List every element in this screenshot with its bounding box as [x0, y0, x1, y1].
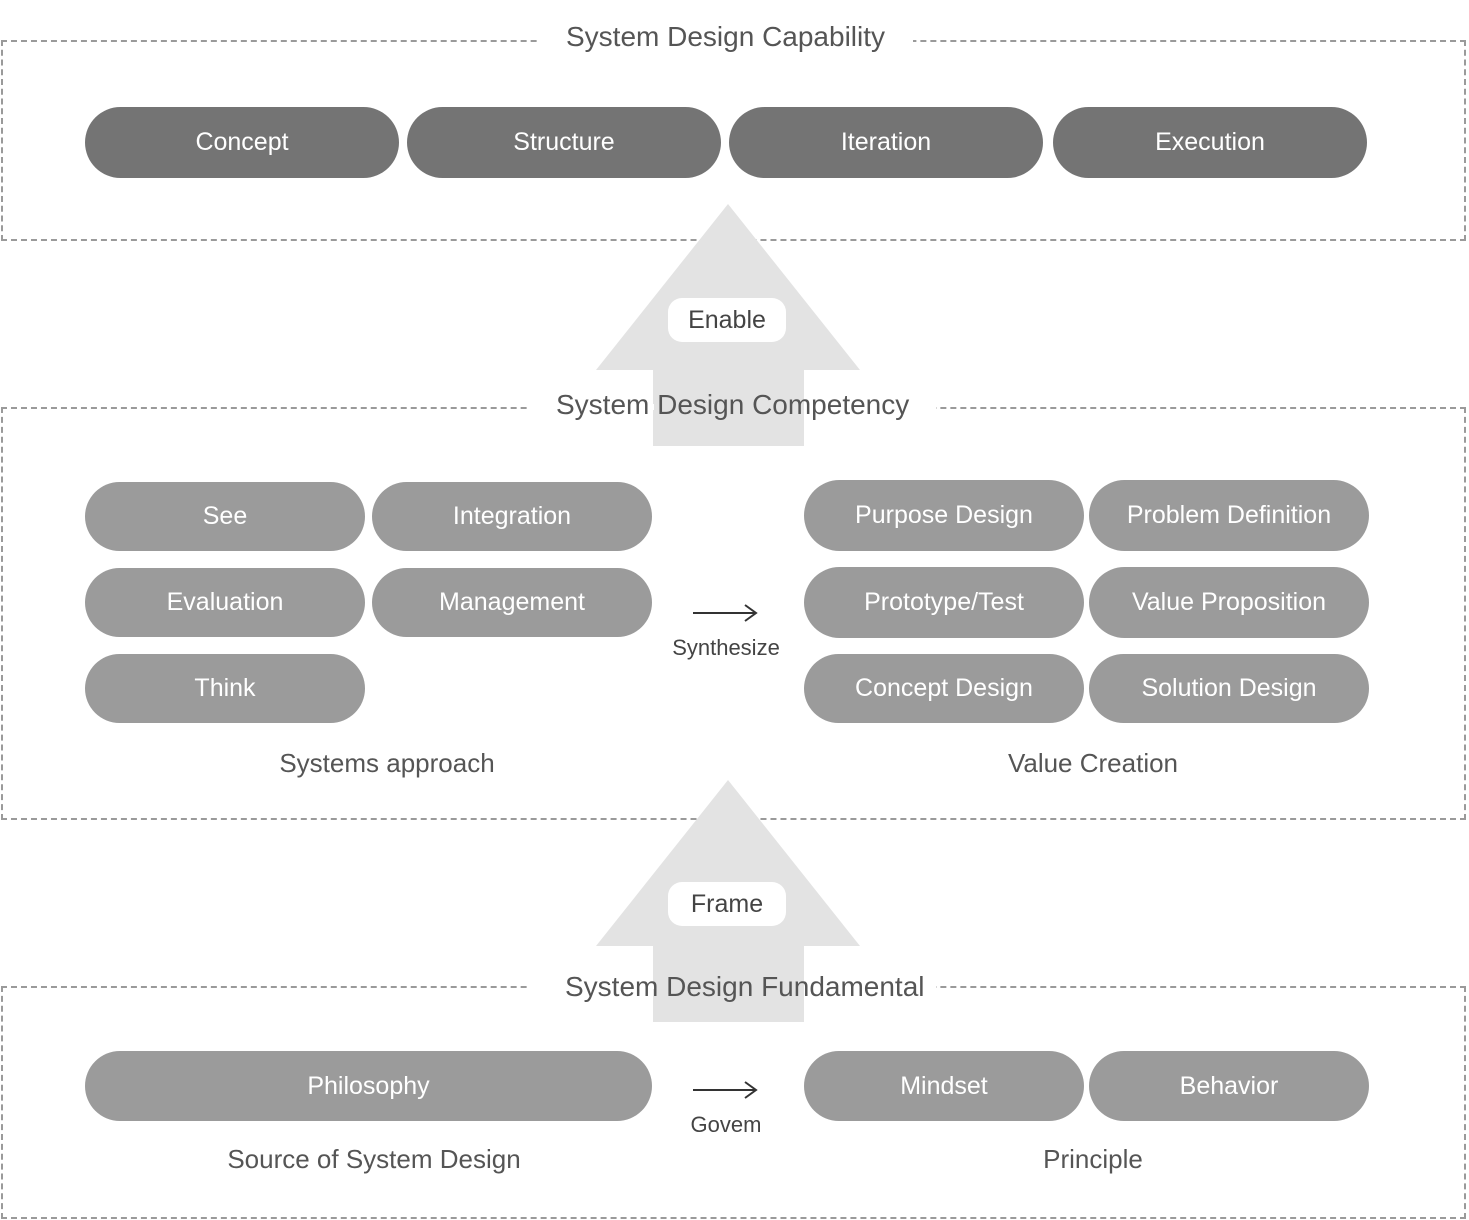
synthesize-connector: Synthesize [660, 600, 792, 661]
synthesize-label: Synthesize [672, 635, 780, 660]
right-arrow-icon [693, 604, 758, 622]
value-creation-item-concept-design: Concept Design [804, 654, 1084, 723]
govern-label: Govem [690, 1112, 762, 1137]
capability-item-execution: Execution [1053, 107, 1367, 178]
capability-item-concept: Concept [85, 107, 399, 178]
systems-approach-item-think: Think [85, 654, 365, 723]
systems-approach-item-see: See [85, 482, 365, 551]
value-creation-item-value-proposition: Value Proposition [1089, 567, 1369, 638]
principle-item-mindset: Mindset [804, 1051, 1084, 1121]
value-creation-item-purpose-design: Purpose Design [804, 480, 1084, 551]
govern-connector: Govem [660, 1077, 792, 1138]
source-item-philosophy: Philosophy [85, 1051, 652, 1121]
systems-approach-label: Systems approach [279, 748, 495, 778]
right-arrow-icon [693, 1081, 758, 1099]
principle-label: Principle [1043, 1144, 1143, 1174]
systems-approach-item-evaluation: Evaluation [85, 568, 365, 637]
principle-item-behavior: Behavior [1089, 1051, 1369, 1121]
frame-label: Frame [668, 882, 786, 926]
value-creation-item-solution-design: Solution Design [1089, 654, 1369, 723]
capability-item-iteration: Iteration [729, 107, 1043, 178]
value-creation-item-prototype-test: Prototype/Test [804, 567, 1084, 638]
systems-approach-item-management: Management [372, 568, 652, 637]
enable-label: Enable [668, 298, 786, 342]
value-creation-item-problem-definition: Problem Definition [1089, 480, 1369, 551]
capability-item-structure: Structure [407, 107, 721, 178]
value-creation-label: Value Creation [1007, 748, 1179, 778]
systems-approach-item-integration: Integration [372, 482, 652, 551]
fundamental-title: System Design Fundamental [565, 971, 925, 1002]
source-label: Source of System Design [227, 1144, 521, 1174]
capability-title: System Design Capability [538, 20, 914, 54]
competency-title: System Design Competency [556, 389, 910, 420]
